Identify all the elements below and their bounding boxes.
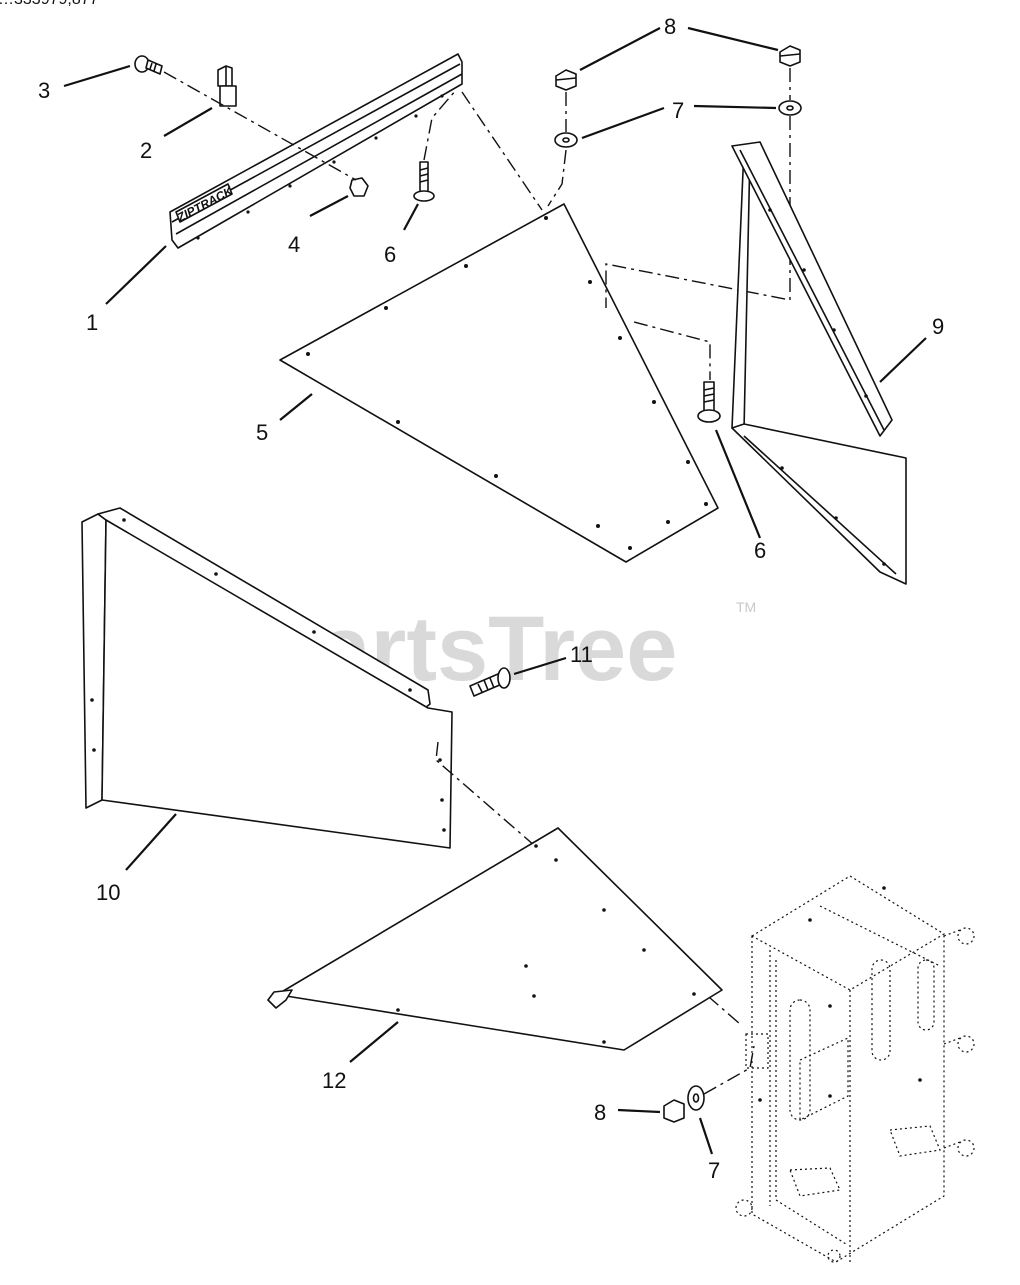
callout-11: 11 <box>570 642 593 667</box>
part-6-bolt-upper <box>413 161 435 202</box>
callout-7-bottom: 7 <box>708 1158 720 1183</box>
callout-9: 9 <box>932 314 944 339</box>
part-5-panel <box>279 203 719 563</box>
part-2-latch <box>217 65 237 107</box>
callout-6-lower: 6 <box>754 538 766 563</box>
part-12-bottom-panel <box>267 827 723 1051</box>
callout-3: 3 <box>38 78 50 103</box>
part-10-side-panel <box>81 507 453 849</box>
part-8-nut-top-right <box>779 45 801 67</box>
callout-4: 4 <box>288 232 300 257</box>
callout-5: 5 <box>256 420 268 445</box>
part-11-bolt <box>469 667 511 697</box>
part-8-nut-top-left <box>555 69 577 91</box>
part-6-bolt-lower <box>697 381 721 423</box>
part-4-nut <box>349 177 369 197</box>
mower-frame <box>735 875 975 1263</box>
part-7-washer-top-left <box>554 132 578 148</box>
callout-8-bottom: 8 <box>594 1100 606 1125</box>
leader-lines <box>63 26 927 1155</box>
watermark-trademark: TM <box>736 599 756 615</box>
callout-2: 2 <box>140 138 152 163</box>
callout-6-upper: 6 <box>384 242 396 267</box>
part-3-screw <box>134 55 163 75</box>
callouts: 3 2 1 4 6 5 8 7 6 9 11 10 12 8 7 <box>38 14 944 1183</box>
part-7-washer-bottom <box>687 1085 705 1111</box>
callout-8-top: 8 <box>664 14 676 39</box>
callout-10: 10 <box>96 880 120 905</box>
callout-12: 12 <box>322 1068 346 1093</box>
part-1-rail: ZIPTRACK <box>169 53 463 249</box>
part-8-nut-bottom <box>663 1099 685 1123</box>
callout-7-top: 7 <box>672 98 684 123</box>
header-fragment: …333979,877 <box>0 0 99 8</box>
part-7-washer-top-right <box>778 100 802 116</box>
part-9-bracket <box>731 141 907 585</box>
callout-1: 1 <box>86 310 98 335</box>
